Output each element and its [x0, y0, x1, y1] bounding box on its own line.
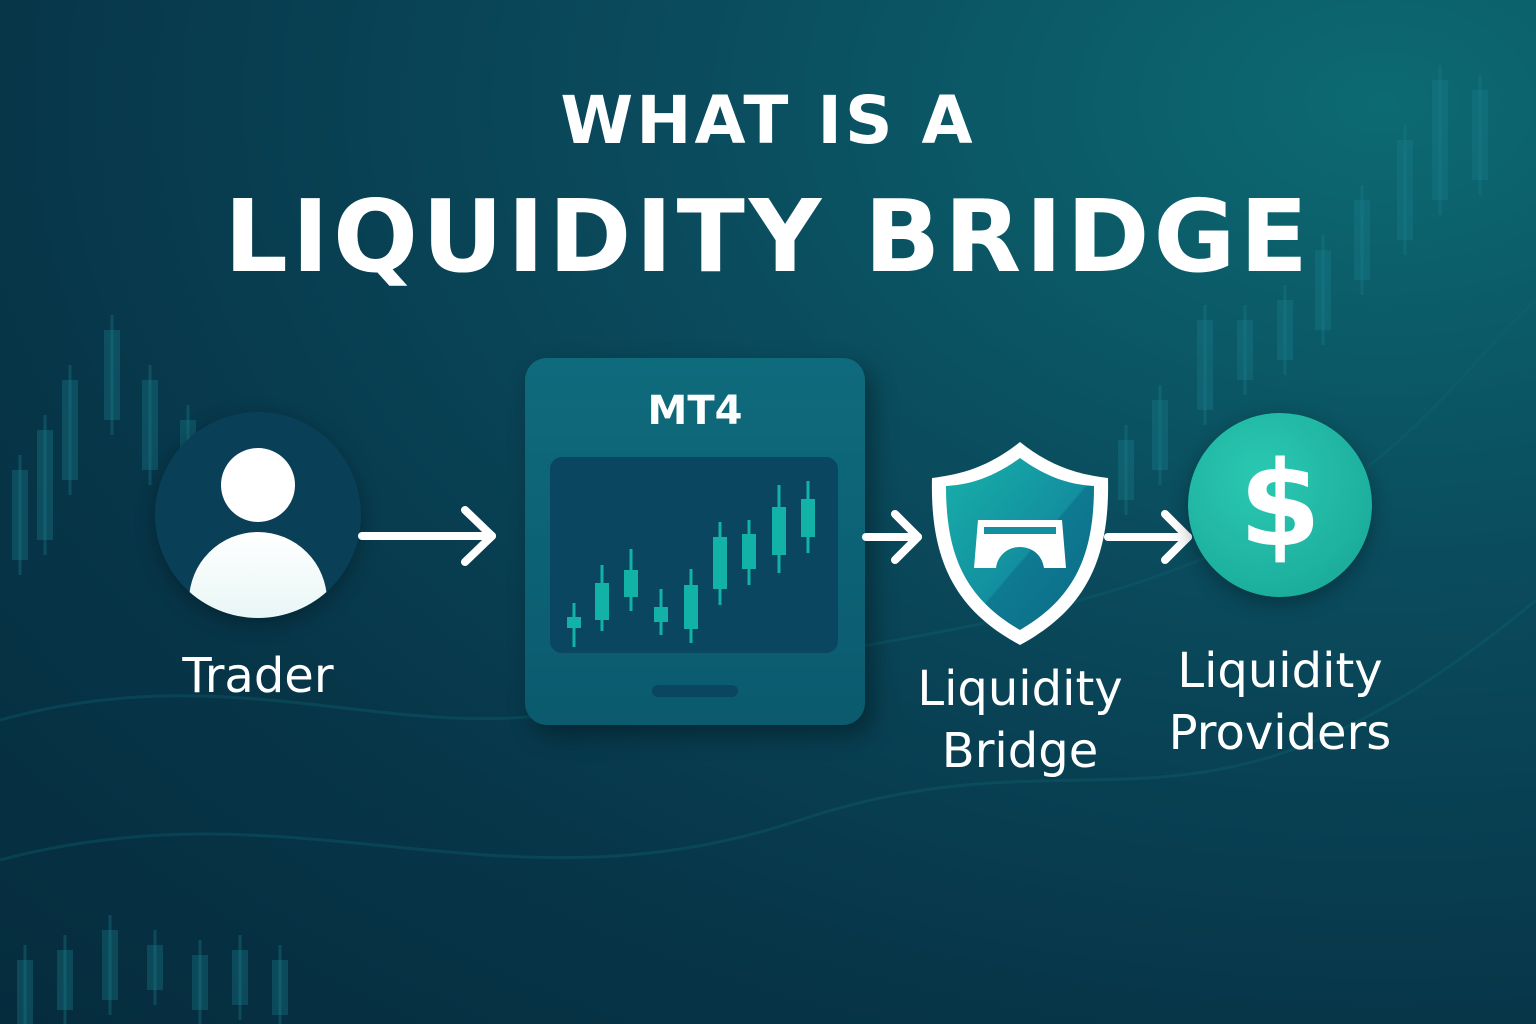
- bridge-label-line2: Bridge: [941, 723, 1099, 779]
- trader-label: Trader: [182, 648, 334, 704]
- candle-body: [654, 607, 668, 622]
- title-line-2: LIQUIDITY BRIDGE: [224, 178, 1312, 295]
- candle-body: [772, 507, 786, 555]
- candle-body: [1152, 400, 1168, 470]
- trader-node: [155, 412, 361, 618]
- candle-body: [102, 930, 118, 1000]
- candle-body: [595, 583, 609, 620]
- home-bar: [652, 685, 738, 697]
- candle-body: [232, 950, 248, 1005]
- providers-label-line1: Liquidity: [1177, 643, 1383, 699]
- candle-body: [192, 955, 208, 1010]
- candle-body: [742, 534, 756, 569]
- candle-body: [142, 380, 158, 470]
- candle-body: [1397, 140, 1413, 240]
- candle-body: [104, 330, 120, 420]
- candle-body: [1354, 200, 1370, 280]
- title-line-1: WHAT IS A: [560, 82, 976, 159]
- dollar-icon: $: [1238, 435, 1322, 573]
- candle-body: [12, 470, 28, 560]
- candle-body: [713, 537, 727, 589]
- candle-body: [1315, 250, 1331, 330]
- bridge-label: Liquidity Bridge: [900, 658, 1140, 782]
- candle-body: [1197, 320, 1213, 410]
- candle-body: [1277, 300, 1293, 360]
- candle-body: [1118, 440, 1134, 500]
- candle-body: [1432, 80, 1448, 200]
- candle-body: [1472, 90, 1488, 180]
- candle-body: [624, 570, 638, 597]
- candle-body: [684, 585, 698, 629]
- mt4-label: MT4: [647, 388, 743, 434]
- candle-body: [272, 960, 288, 1015]
- providers-label: Liquidity Providers: [1150, 640, 1410, 764]
- mt4-platform-node: MT4: [525, 358, 865, 725]
- candle-body: [801, 499, 815, 537]
- candle-body: [17, 960, 33, 1024]
- candle-body: [57, 950, 73, 1010]
- mt4-screen: [550, 457, 838, 653]
- liquidity-providers-node: $: [1188, 413, 1372, 597]
- providers-label-line2: Providers: [1168, 705, 1392, 761]
- candle-body: [567, 617, 581, 628]
- candle-body: [37, 430, 53, 540]
- candle-body: [62, 380, 78, 480]
- candlestick-chart-icon: [567, 481, 815, 647]
- candle-body: [1237, 320, 1253, 380]
- bridge-label-line1: Liquidity: [917, 661, 1123, 717]
- candle-body: [147, 945, 163, 990]
